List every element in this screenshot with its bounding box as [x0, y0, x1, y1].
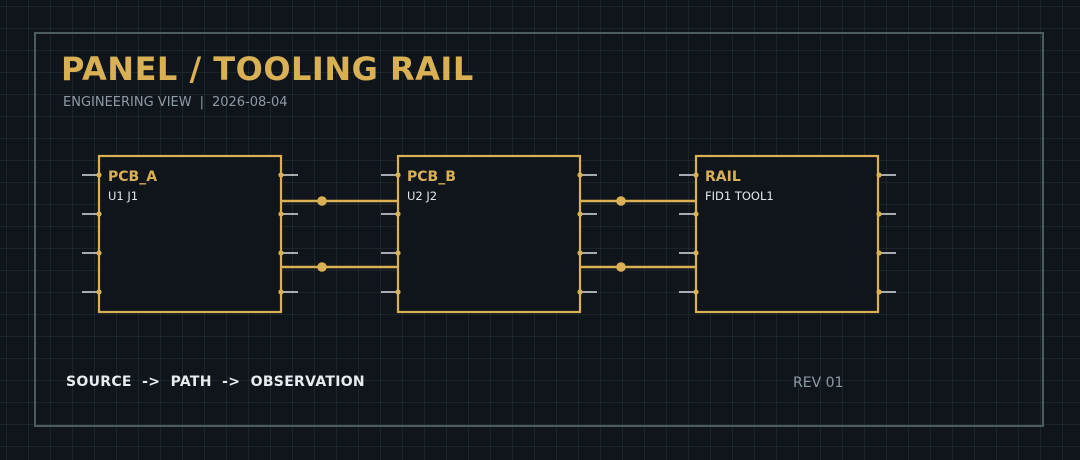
pin-dot [876, 289, 882, 295]
revision-label: REV 01 [793, 375, 844, 391]
page-title: PANEL / TOOLING RAIL [61, 50, 474, 88]
node-refs: U2 J2 [407, 189, 437, 203]
junction-dot [616, 196, 626, 206]
pin-dot [876, 250, 882, 256]
node-pcb-b[interactable]: PCB_B U2 J2 [396, 154, 582, 314]
pin-dot [395, 211, 401, 217]
pin-dot [395, 250, 401, 256]
drawing-date: 2026-08-04 [211, 95, 288, 110]
node-box [694, 154, 880, 314]
pin-dot [278, 250, 284, 256]
connections [281, 199, 696, 269]
pin-dot [96, 250, 102, 256]
pin-dot [96, 289, 102, 295]
pin-dot [278, 172, 284, 178]
pin-dot [876, 211, 882, 217]
pin-dot [693, 172, 699, 178]
pin-dot [395, 172, 401, 178]
junction-dot [616, 262, 626, 272]
signal-flow-caption: SOURCE -> PATH -> OBSERVATION [66, 374, 365, 390]
pin-dot [96, 172, 102, 178]
pin-dot [693, 250, 699, 256]
pin-dot [577, 250, 583, 256]
node-refs: U1 J1 [108, 189, 138, 203]
pin-stubs [82, 174, 896, 293]
pin-dot [693, 289, 699, 295]
node-pcb-a[interactable]: PCB_A U1 J1 [97, 154, 283, 314]
junction-dot [317, 196, 327, 206]
drawing-frame [34, 32, 1044, 427]
wire-junctions [317, 196, 626, 272]
node-box [97, 154, 283, 314]
view-subtitle: ENGINEERING VIEW | 2026-08-04 [63, 95, 288, 110]
node-title: PCB_A [108, 169, 157, 185]
node-refs: FID1 TOOL1 [705, 189, 774, 203]
pin-dot [96, 211, 102, 217]
node-rail[interactable]: RAIL FID1 TOOL1 [694, 154, 880, 314]
pin-dot [395, 289, 401, 295]
pin-dot [577, 289, 583, 295]
pin-dot [876, 172, 882, 178]
pin-dot [278, 211, 284, 217]
pin-dot [693, 211, 699, 217]
pin-dots [96, 172, 882, 295]
junction-dot [317, 262, 327, 272]
node-title: PCB_B [407, 169, 456, 185]
pin-dot [278, 289, 284, 295]
subtitle-separator: | [199, 95, 204, 110]
node-box [396, 154, 582, 314]
pin-dot [577, 172, 583, 178]
node-title: RAIL [705, 169, 741, 185]
view-label: ENGINEERING VIEW [63, 95, 192, 110]
pin-dot [577, 211, 583, 217]
